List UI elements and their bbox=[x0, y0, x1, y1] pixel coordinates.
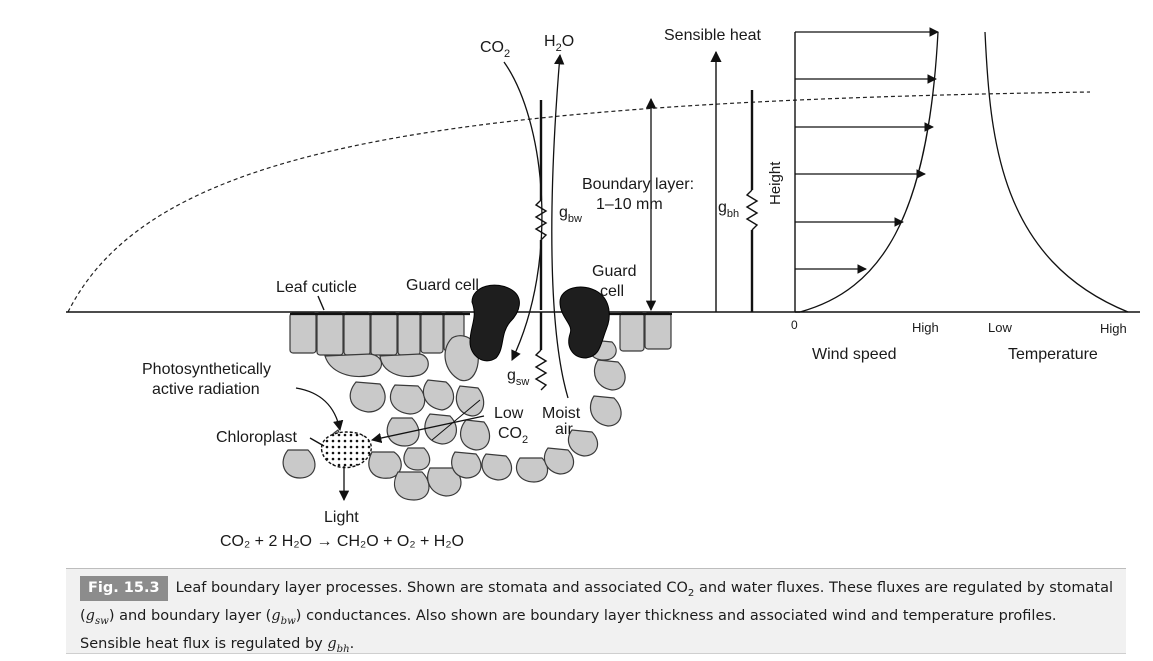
h2o-flux-arrow bbox=[551, 53, 569, 399]
gbw-resistor bbox=[534, 100, 548, 310]
h2o-label: H2O bbox=[544, 33, 574, 54]
gbh-label: gbh bbox=[718, 199, 739, 220]
temp-axis-high: High bbox=[1100, 321, 1127, 336]
figure-number-badge: Fig. 15.3 bbox=[80, 576, 168, 601]
gsw-resistor bbox=[534, 312, 548, 391]
boundary-layer-dashed-curve bbox=[67, 91, 1091, 313]
photosynthesis-equation: CO₂ + 2 H₂O → CH₂O + O₂ + H₂O bbox=[220, 533, 464, 550]
guard-cell-left bbox=[469, 284, 520, 362]
wind-axis-high: High bbox=[912, 320, 939, 335]
chloroplast-label: Chloroplast bbox=[216, 429, 297, 446]
wind-vectors bbox=[795, 27, 939, 274]
wind-profile-curve bbox=[799, 31, 939, 313]
chloroplast bbox=[320, 431, 372, 469]
temperature-label: Temperature bbox=[1008, 346, 1098, 363]
par-label-1: Photosynthetically bbox=[142, 361, 271, 378]
wind-axis-zero: 0 bbox=[791, 318, 798, 332]
low-co2-formula: CO2 bbox=[498, 425, 528, 446]
light-label: Light bbox=[324, 509, 359, 526]
mesophyll-cells bbox=[282, 335, 626, 501]
low-co2-label: Low bbox=[494, 405, 524, 422]
boundary-layer-thickness: 1–10 mm bbox=[596, 196, 663, 213]
par-arrow bbox=[295, 387, 344, 432]
moist-label: Moist bbox=[542, 405, 581, 422]
leaf-cuticle-label: Leaf cuticle bbox=[276, 279, 357, 296]
co2-label: CO2 bbox=[480, 39, 510, 60]
temperature-profile-curve bbox=[984, 31, 1129, 313]
guard-cell-right bbox=[559, 286, 610, 359]
gsw-label: gsw bbox=[507, 367, 529, 388]
gbw-label: gbw bbox=[559, 204, 582, 225]
sensible-heat-label: Sensible heat bbox=[664, 27, 762, 44]
par-label-2: active radiation bbox=[152, 381, 260, 398]
guard-cell-left-label: Guard cell bbox=[406, 277, 479, 294]
guard-cell-right-label-1: Guard bbox=[592, 263, 636, 280]
boundary-layer-label: Boundary layer: bbox=[582, 176, 694, 193]
gbh-resistor bbox=[745, 90, 759, 312]
height-label: Height bbox=[767, 161, 784, 205]
air-label: air bbox=[555, 421, 573, 438]
wind-speed-label: Wind speed bbox=[812, 346, 897, 363]
leaf-boundary-layer-diagram: CO2 H2O Sensible heat Boundary layer: 1–… bbox=[66, 27, 1140, 550]
guard-cell-right-label-2: cell bbox=[600, 283, 624, 300]
temp-axis-low: Low bbox=[988, 320, 1012, 335]
